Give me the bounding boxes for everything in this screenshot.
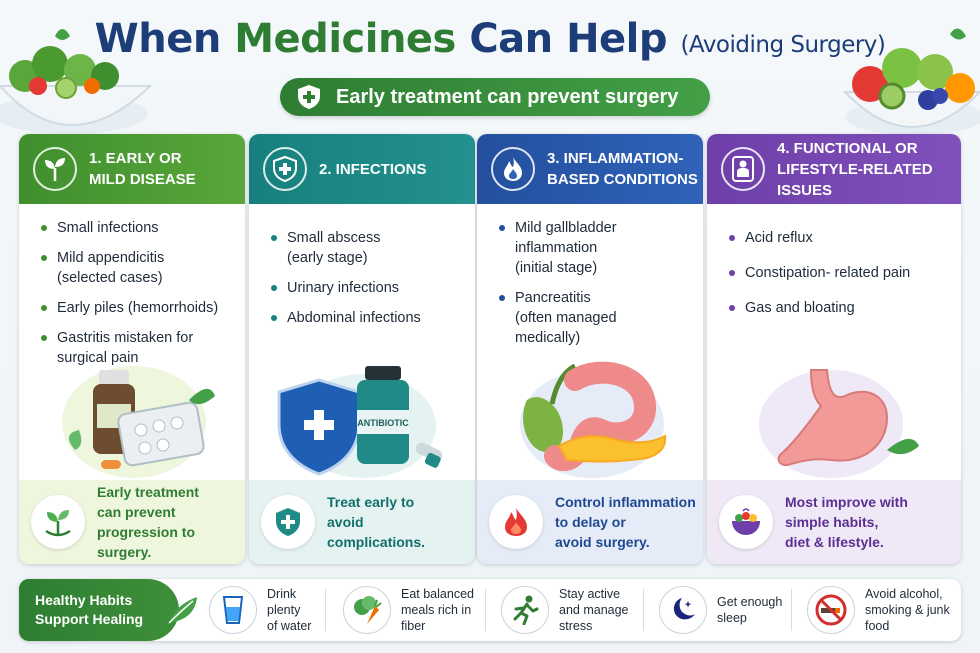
shield-plus-icon — [261, 495, 315, 549]
card-footer: Most improve with simple habits, diet & … — [707, 480, 961, 564]
condition-list: Small infections Mild appendicitis (sele… — [19, 204, 245, 368]
healthy-bowl-icon — [719, 495, 773, 549]
fruit-bowl-icon — [842, 28, 980, 135]
running-person-icon — [501, 586, 549, 634]
habit-text: Get enough sleep — [717, 595, 783, 625]
subtitle-text: Early treatment can prevent surgery — [336, 85, 679, 108]
list-item: Gastritis mistaken for surgical pain — [41, 328, 231, 368]
sprout-icon — [33, 147, 77, 191]
habit-avoid-alcohol-smoking: Avoid alcohol, smoking & junk food — [807, 585, 950, 635]
card-functional-lifestyle: 4. FUNCTIONAL OR LIFESTYLE-RELATED ISSUE… — [707, 134, 961, 564]
list-item: Acid reflux — [729, 228, 947, 248]
water-glass-icon — [209, 586, 257, 634]
card-inflammation-conditions: 3. INFLAMMATION- BASED CONDITIONS Mild g… — [477, 134, 703, 564]
list-item: Early piles (hemorrhoids) — [41, 298, 231, 318]
habit-balanced-meals: Eat balanced meals rich in fiber — [343, 585, 474, 635]
person-icon — [721, 147, 765, 191]
habit-text: Drink plenty of water — [267, 587, 312, 633]
medicine-bottle-pills-icon — [62, 366, 215, 478]
card-footer-text: Most improve with simple habits, diet & … — [785, 494, 908, 550]
antibiotic-shield-icon: ANTIBIOTIC — [277, 366, 443, 478]
moon-stars-icon — [659, 586, 707, 634]
shield-plus-icon — [263, 147, 307, 191]
card-footer: Control inflammation to delay or avoid s… — [477, 480, 703, 564]
condition-list: Acid reflux Constipation- related pain G… — [707, 204, 961, 318]
card-header: 3. INFLAMMATION- BASED CONDITIONS — [477, 134, 703, 204]
title-medicines: Medicines — [234, 16, 456, 62]
list-item: Abdominal infections — [271, 308, 461, 328]
habit-get-sleep: Get enough sleep — [659, 585, 782, 635]
card-title: 3. INFLAMMATION- BASED CONDITIONS — [547, 150, 698, 188]
card-early-mild-disease: 1. EARLY OR MILD DISEASE Small infection… — [19, 134, 245, 564]
card-footer-text: Control inflammation to delay or avoid s… — [555, 494, 696, 550]
habit-stay-active: Stay active and manage stress — [501, 585, 629, 635]
title-when: When — [94, 16, 222, 62]
list-item: Mild appendicitis (selected cases) — [41, 248, 231, 288]
bottle-label: ANTIBIOTIC — [357, 418, 409, 428]
flame-icon — [491, 147, 535, 191]
list-item: Small infections — [41, 218, 231, 238]
card-title: 1. EARLY OR MILD DISEASE — [89, 150, 196, 188]
card-footer: Early treatment can prevent progression … — [19, 480, 245, 564]
card-footer-text: Early treatment can prevent progression … — [97, 484, 199, 560]
list-item: Pancreatitis (often managed medically) — [499, 288, 689, 348]
title-can-help: Can Help — [469, 16, 668, 62]
card-header: 2. INFECTIONS — [249, 134, 475, 204]
habit-text: Stay active and manage stress — [559, 587, 629, 633]
habit-text: Avoid alcohol, smoking & junk food — [865, 587, 950, 633]
list-item: Constipation- related pain — [729, 263, 947, 283]
card-title: 4. FUNCTIONAL OR LIFESTYLE-RELATED ISSUE… — [777, 139, 933, 199]
vegetables-icon — [343, 586, 391, 634]
divider — [325, 589, 326, 631]
stomach-icon — [759, 369, 919, 478]
healthy-habits-bar: Healthy Habits Support Healing Drink ple… — [19, 579, 961, 641]
habit-text: Eat balanced meals rich in fiber — [401, 587, 474, 633]
leaf-hand-icon — [31, 495, 85, 549]
card-footer: Treat early to avoid complications. — [249, 480, 475, 564]
card-infections: 2. INFECTIONS Small abscess (early stage… — [249, 134, 475, 564]
habits-label: Healthy Habits Support Healing — [19, 579, 179, 641]
habit-drink-water: Drink plenty of water — [209, 585, 311, 635]
condition-list: Mild gallbladder inflammation (initial s… — [477, 204, 703, 348]
title-avoiding-surgery: (Avoiding Surgery) — [680, 32, 886, 58]
card-header: 1. EARLY OR MILD DISEASE — [19, 134, 245, 204]
gallbladder-pancreas-icon — [520, 361, 667, 478]
list-item: Urinary infections — [271, 278, 461, 298]
salad-bowl-icon — [0, 29, 153, 134]
flame-icon — [489, 495, 543, 549]
card-header: 4. FUNCTIONAL OR LIFESTYLE-RELATED ISSUE… — [707, 134, 961, 204]
divider — [643, 589, 644, 631]
subtitle-banner: Early treatment can prevent surgery — [280, 78, 710, 116]
card-title: 2. INFECTIONS — [319, 160, 427, 178]
divider — [485, 589, 486, 631]
list-item: Mild gallbladder inflammation (initial s… — [499, 218, 689, 278]
page-title: When Medicines Can Help (Avoiding Surger… — [0, 16, 980, 62]
list-item: Small abscess (early stage) — [271, 228, 461, 268]
leaf-icon — [168, 597, 197, 624]
card-footer-text: Treat early to avoid complications. — [327, 494, 426, 550]
condition-list: Small abscess (early stage) Urinary infe… — [249, 204, 475, 328]
divider — [791, 589, 792, 631]
list-item: Gas and bloating — [729, 298, 947, 318]
no-smoking-icon — [807, 586, 855, 634]
shield-plus-icon — [298, 85, 320, 109]
